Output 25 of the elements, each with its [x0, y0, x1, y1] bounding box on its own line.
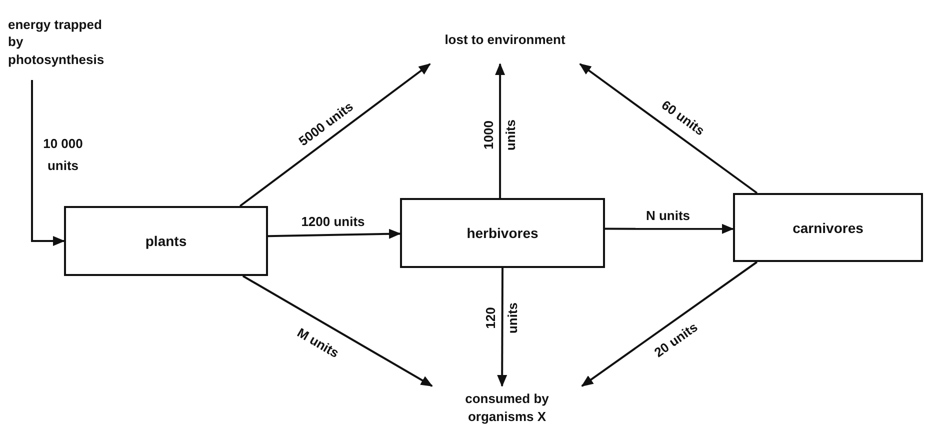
- process-box: [400, 198, 605, 268]
- node-label: carnivores: [792, 220, 864, 236]
- process-box: [733, 193, 923, 262]
- node-label: energy trapped by photosynthesis: [8, 16, 106, 68]
- arrow: [31, 80, 65, 246]
- edge-label: M units: [294, 324, 342, 362]
- edge-label: 20 units: [651, 319, 701, 361]
- node-label: consumed by organisms X: [464, 390, 550, 426]
- arrow: [242, 275, 433, 387]
- process-box: [64, 206, 268, 276]
- arrow: [579, 63, 758, 194]
- edge-label: N units: [646, 208, 690, 224]
- edge-label: 1000 units: [480, 118, 519, 153]
- arrow: [495, 63, 506, 198]
- node-label: herbivores: [466, 225, 538, 241]
- node-label: lost to environment: [444, 31, 566, 49]
- arrow: [497, 268, 508, 387]
- edge-label: 10 000 units: [42, 134, 84, 175]
- arrow: [581, 261, 758, 387]
- edge-label: 120 units: [482, 301, 521, 336]
- arrow: [605, 224, 734, 234]
- node-label: plants: [145, 233, 187, 249]
- arrow: [239, 63, 431, 207]
- arrow: [268, 228, 401, 239]
- edge-label: 1200 units: [301, 214, 365, 230]
